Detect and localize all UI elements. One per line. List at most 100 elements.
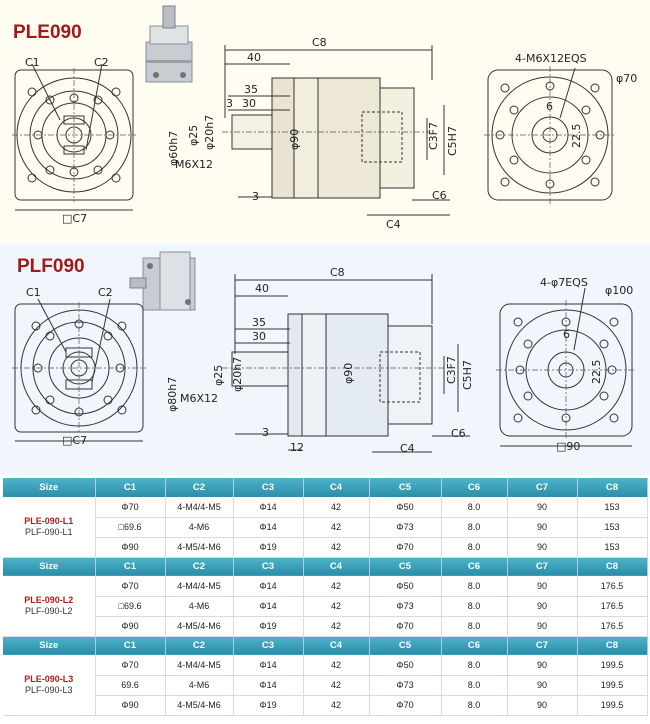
ple-c4-label: C4: [386, 218, 401, 231]
table-cell: Φ14: [233, 655, 304, 676]
table-cell: Φ70: [95, 576, 166, 597]
ple090-panel: PLE090: [0, 0, 650, 244]
size-ple-label: PLE-090-L2: [24, 594, 74, 605]
table-cell: 199.5: [577, 695, 648, 716]
table-header-cell: C5: [369, 636, 442, 655]
table-header-cell: C5: [369, 557, 442, 576]
table-header-cell: C7: [507, 478, 578, 497]
table-cell: Φ90: [95, 616, 166, 637]
table-header-cell: C3: [233, 636, 304, 655]
plf-c3-label: C3F7: [445, 356, 458, 384]
size-ple-label: PLE-090-L3: [24, 673, 74, 684]
table-cell: 4-M4/4-M5: [165, 655, 234, 676]
table-header-cell: C7: [507, 557, 578, 576]
ple-35-label: 35: [244, 83, 258, 96]
table-cell: 4-M6: [165, 675, 234, 696]
ple-c6-label: C6: [432, 189, 447, 202]
table-header-cell: C6: [441, 636, 508, 655]
plf090-side-view: [222, 274, 470, 453]
table-cell: Φ19: [233, 537, 304, 558]
table-cell: 69.6: [95, 675, 166, 696]
table-cell: Φ90: [95, 695, 166, 716]
table-cell: Φ70: [369, 537, 442, 558]
plf-sq90-label: □90: [556, 440, 580, 453]
table-header-cell: Size: [3, 557, 96, 576]
table-header-cell: C2: [165, 557, 234, 576]
table-cell: 90: [507, 497, 578, 518]
ple-30-label: 30: [242, 97, 256, 110]
ple-3b-label: 3: [252, 190, 259, 203]
size-ple-label: PLE-090-L1: [24, 515, 74, 526]
table-header-cell: C7: [507, 636, 578, 655]
ple-phi90-label: φ90: [288, 129, 301, 150]
plf-phi25-label: φ25: [212, 365, 225, 386]
ple090-drawing: C1 C2 □C7 C8 40 35 30 3: [12, 5, 637, 231]
table-cell: 8.0: [441, 537, 508, 558]
table-cell: Φ14: [233, 576, 304, 597]
table-header-cell: Size: [3, 478, 96, 497]
plf-m6-label: M6X12: [180, 392, 218, 405]
table-cell: 4-M5/4-M6: [165, 695, 234, 716]
table-header-cell: C8: [577, 478, 648, 497]
ple090-title: PLE090: [13, 22, 82, 43]
table-cell: 90: [507, 695, 578, 716]
ple-phi70-label: φ70: [616, 72, 637, 85]
table-header-cell: C2: [165, 478, 234, 497]
table-cell: 90: [507, 675, 578, 696]
table-header-cell: C8: [577, 636, 648, 655]
table-header-cell: C4: [303, 636, 370, 655]
table-cell: 42: [303, 675, 370, 696]
table-cell: 90: [507, 596, 578, 617]
table-cell: 8.0: [441, 517, 508, 538]
table-header-cell: C5: [369, 478, 442, 497]
ple-c1-label: C1: [25, 56, 40, 69]
size-plf-label: PLF-090-L3: [24, 684, 73, 695]
ple-225-label: 22.5: [570, 124, 583, 149]
table-cell: Φ90: [95, 537, 166, 558]
plf090-panel: PLF090: [0, 244, 650, 475]
table-cell: 8.0: [441, 596, 508, 617]
table-cell: Φ19: [233, 616, 304, 637]
plf-c8-label: C8: [330, 266, 345, 279]
plf-phi100-label: φ100: [605, 284, 633, 297]
table-cell: 4-M5/4-M6: [165, 537, 234, 558]
ple-phi60-label: φ60h7: [167, 131, 180, 166]
table-cell: 176.5: [577, 576, 648, 597]
table-cell: Φ50: [369, 576, 442, 597]
ple-phi20-label: φ20h7: [203, 115, 216, 150]
table-cell: Φ14: [233, 596, 304, 617]
plf090-front-view: [12, 298, 146, 442]
ple090-side-view: [222, 45, 450, 216]
table-cell: 8.0: [441, 616, 508, 637]
table-cell: Φ50: [369, 497, 442, 518]
plf-c7-label: □C7: [62, 434, 87, 447]
size-plf-label: PLF-090-L2: [24, 605, 73, 616]
table-cell: 199.5: [577, 675, 648, 696]
ple-m6-label: M6X12: [175, 158, 213, 171]
plf-3-label: 3: [262, 426, 269, 439]
table-cell: 4-M6: [165, 596, 234, 617]
table-header-cell: C1: [95, 636, 166, 655]
table-cell: 4-M4/4-M5: [165, 576, 234, 597]
plf-12-label: 12: [290, 441, 304, 454]
table-cell: Φ70: [369, 695, 442, 716]
ple090-product-photo: [145, 5, 193, 83]
plf-c5-label: C5H7: [461, 360, 474, 390]
table-cell: Φ70: [95, 655, 166, 676]
table-header-cell: C8: [577, 557, 648, 576]
table-cell: 153: [577, 497, 648, 518]
table-cell: 42: [303, 695, 370, 716]
ple-c8-label: C8: [312, 36, 327, 49]
table-cell: 4-M5/4-M6: [165, 616, 234, 637]
ple-c2-label: C2: [94, 56, 109, 69]
table-cell: 42: [303, 497, 370, 518]
